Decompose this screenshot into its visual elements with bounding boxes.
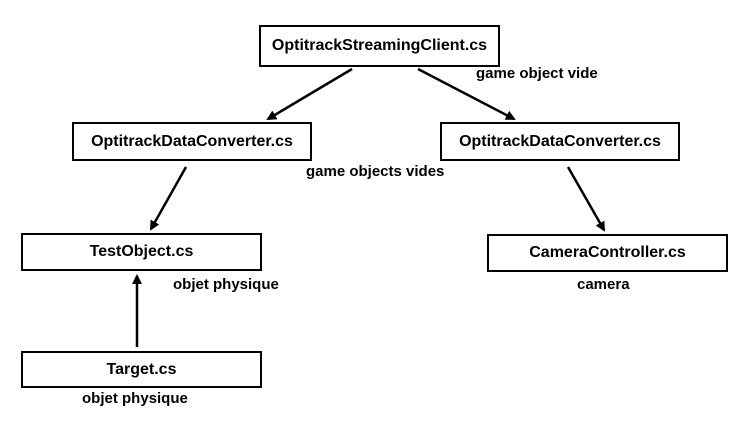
node-optitrack-data-converter-left: OptitrackDataConverter.cs bbox=[72, 122, 312, 161]
note-objet-physique-target: objet physique bbox=[82, 390, 188, 407]
node-camera-controller: CameraController.cs bbox=[487, 234, 728, 272]
arrow-right-converter-to-cameracontroller bbox=[566, 166, 606, 232]
arrow-client-to-left-converter bbox=[266, 67, 353, 121]
node-test-object: TestObject.cs bbox=[21, 233, 262, 271]
node-optitrack-streaming-client: OptitrackStreamingClient.cs bbox=[259, 25, 500, 67]
note-game-object-vide: game object vide bbox=[476, 65, 598, 82]
node-target: Target.cs bbox=[21, 351, 262, 388]
note-game-objects-vides: game objects vides bbox=[306, 163, 445, 180]
note-objet-physique-testobject: objet physique bbox=[173, 276, 279, 293]
node-optitrack-data-converter-right: OptitrackDataConverter.cs bbox=[440, 122, 680, 161]
note-camera: camera bbox=[577, 276, 630, 293]
arrow-client-to-right-converter bbox=[417, 67, 516, 121]
arrow-left-converter-to-testobject bbox=[149, 166, 188, 231]
